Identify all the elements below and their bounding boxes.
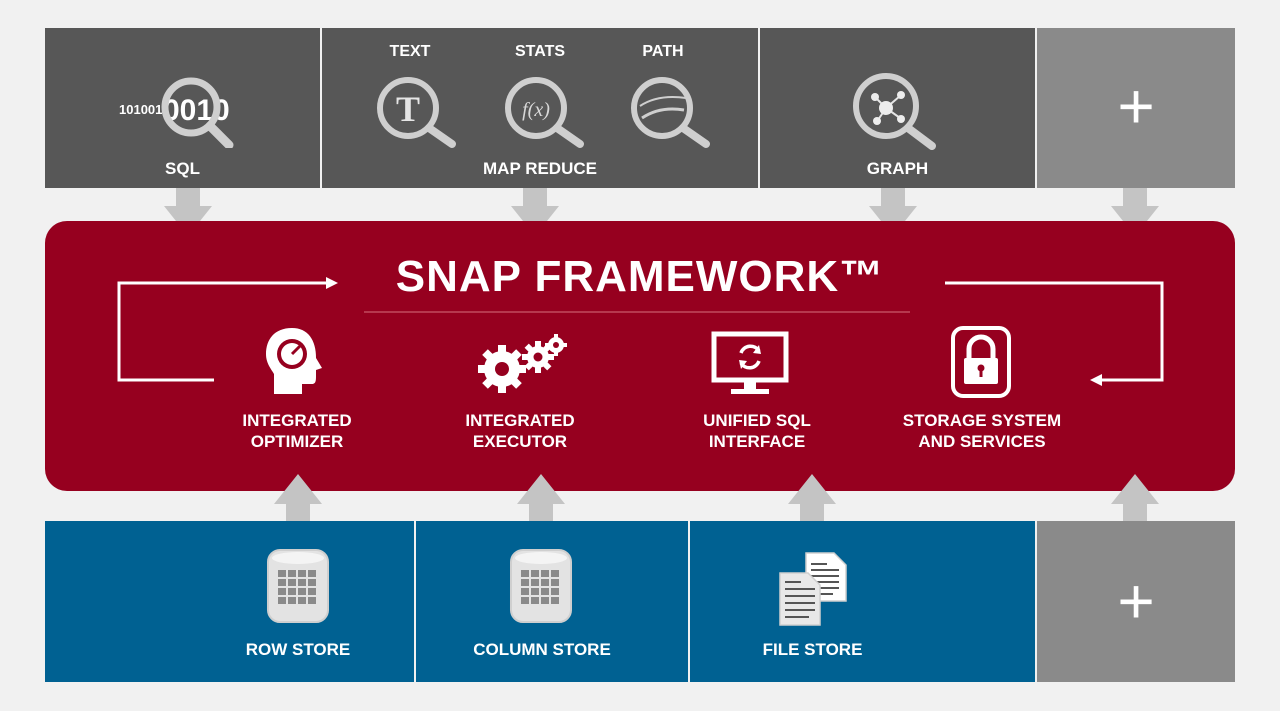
down-arrow-sql (164, 188, 212, 236)
framework-title: SNAP FRAMEWORK™ (395, 252, 885, 301)
row-store-panel: ROW STORE (45, 521, 414, 682)
stats-glyph: f(x) (522, 99, 550, 121)
stats-label: STATS (514, 43, 566, 60)
stats-search-icon: f(x) (505, 77, 584, 148)
connector-arrows-bottom (274, 474, 1159, 522)
snap-framework-band (45, 221, 1235, 491)
storage-line1: STORAGE SYSTEM (902, 411, 1062, 430)
path-search-icon (631, 77, 710, 148)
interface-line1: UNIFIED SQL (703, 411, 811, 430)
flow-line-left (117, 281, 330, 382)
flow-line-right (945, 281, 1164, 382)
gears-icon (478, 334, 567, 393)
executor-line1: INTEGRATED (465, 411, 575, 430)
path-label: PATH (642, 43, 684, 60)
sql-panel: 101001 0010 SQL (45, 28, 320, 188)
integrated-optimizer-label: INTEGRATED OPTIMIZER (207, 410, 387, 452)
up-arrow-row-store (274, 474, 322, 522)
map-reduce-panel: TEXT STATS PATH T f(x) MAP REDUCE (322, 28, 758, 188)
down-arrow-graph (869, 188, 917, 236)
graph-panel: GRAPH (760, 28, 1035, 188)
column-store-label: COLUMN STORE (473, 640, 611, 659)
framework-flow-lines (117, 277, 1164, 386)
flow-arrowhead-left (326, 277, 338, 289)
storage-line2: AND SERVICES (918, 432, 1046, 451)
text-search-icon: T (377, 77, 456, 148)
top-plus-icon: + (1117, 70, 1155, 142)
text-label: TEXT (389, 43, 431, 60)
up-arrow-column-store (517, 474, 565, 522)
sql-label: SQL (165, 159, 200, 178)
file-documents-icon (779, 552, 847, 626)
row-store-label: ROW STORE (245, 640, 351, 659)
down-arrow-plus (1111, 188, 1159, 236)
bottom-extension-panel: + (1037, 521, 1235, 682)
unified-sql-interface-label: UNIFIED SQL INTERFACE (667, 410, 847, 452)
file-store-label: FILE STORE (762, 640, 863, 659)
interface-line2: INTERFACE (708, 432, 806, 451)
integrated-executor-label: INTEGRATED EXECUTOR (430, 410, 610, 452)
connector-arrows-top (164, 188, 1159, 236)
top-extension-panel: + (1037, 28, 1235, 188)
map-reduce-label: MAP REDUCE (483, 159, 597, 178)
optimizer-line1: INTEGRATED (242, 411, 352, 430)
lock-icon (951, 326, 1011, 398)
column-store-panel: COLUMN STORE (416, 521, 688, 682)
monitor-refresh-icon (711, 331, 789, 394)
row-store-database-icon (267, 549, 329, 623)
up-arrow-file-store (788, 474, 836, 522)
binary-small-text: 101001 (119, 102, 162, 117)
file-store-panel: FILE STORE (690, 521, 1035, 682)
head-gauge-icon (266, 328, 322, 394)
up-arrow-plus (1111, 474, 1159, 522)
executor-line2: EXECUTOR (472, 432, 568, 451)
storage-services-label: STORAGE SYSTEM AND SERVICES (872, 410, 1092, 452)
flow-arrowhead-right (1090, 374, 1102, 386)
column-store-database-icon (510, 549, 572, 623)
text-glyph: T (396, 89, 420, 129)
graph-search-icon (853, 73, 936, 150)
graph-label: GRAPH (866, 159, 929, 178)
binary-search-icon: 101001 0010 (119, 77, 234, 148)
bottom-plus-icon: + (1117, 565, 1155, 637)
down-arrow-map-reduce (511, 188, 559, 236)
optimizer-line2: OPTIMIZER (250, 432, 344, 451)
